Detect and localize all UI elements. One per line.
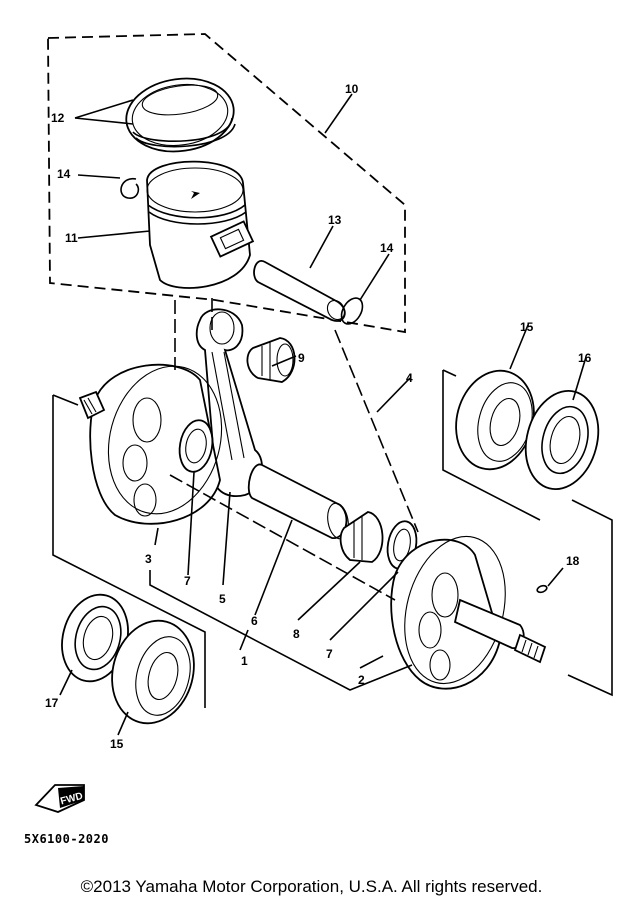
callout-13: 13 (328, 213, 342, 227)
callout-12: 12 (51, 111, 65, 125)
piston-rings (125, 77, 236, 153)
big-end-bearing (339, 511, 384, 563)
callout-1: 1 (241, 654, 248, 668)
copyright-notice: ©2013 Yamaha Motor Corporation, U.S.A. A… (80, 877, 543, 896)
woodruff-key (536, 584, 548, 594)
callout-10: 10 (345, 82, 359, 96)
piston-pin (253, 260, 346, 322)
part-code: 5X6100-2020 (24, 832, 109, 846)
crank-web-right (390, 535, 547, 690)
callout-11: 11 (65, 231, 78, 245)
piston (146, 160, 255, 289)
callout-18: 18 (566, 554, 580, 568)
oil-seal-left (61, 593, 129, 683)
callout-14-right: 14 (380, 241, 394, 255)
piston-assembly-boundary (47, 33, 406, 334)
callout-8: 8 (293, 627, 300, 641)
callout-2: 2 (358, 673, 365, 687)
callout-14-left: 14 (57, 167, 71, 181)
exploded-parts-diagram: 10 12 14 11 13 14 9 4 15 16 18 3 7 5 6 8… (34, 33, 613, 813)
callout-16: 16 (578, 351, 592, 365)
bearing-right (455, 369, 535, 471)
callouts: 10 12 14 11 13 14 9 4 15 16 18 3 7 5 6 8… (45, 82, 592, 751)
leader-lines (59, 93, 587, 736)
crank-pin (247, 463, 349, 540)
callout-5: 5 (219, 592, 226, 606)
group-brackets (52, 298, 613, 708)
callout-17: 17 (45, 696, 59, 710)
callout-4: 4 (406, 371, 413, 385)
thrust-washer-left (178, 419, 214, 473)
callout-15-left: 15 (110, 737, 124, 751)
bearing-left (111, 619, 195, 725)
circlip-right (340, 297, 364, 325)
small-end-bearing (246, 337, 296, 383)
callout-7-right: 7 (326, 647, 333, 661)
callout-15-right: 15 (520, 320, 534, 334)
fwd-arrow-icon: FWD (34, 784, 85, 813)
callout-3: 3 (145, 552, 152, 566)
callout-7-left: 7 (184, 574, 191, 588)
circlip-left (120, 178, 140, 199)
callout-9: 9 (298, 351, 305, 365)
callout-6: 6 (251, 614, 258, 628)
